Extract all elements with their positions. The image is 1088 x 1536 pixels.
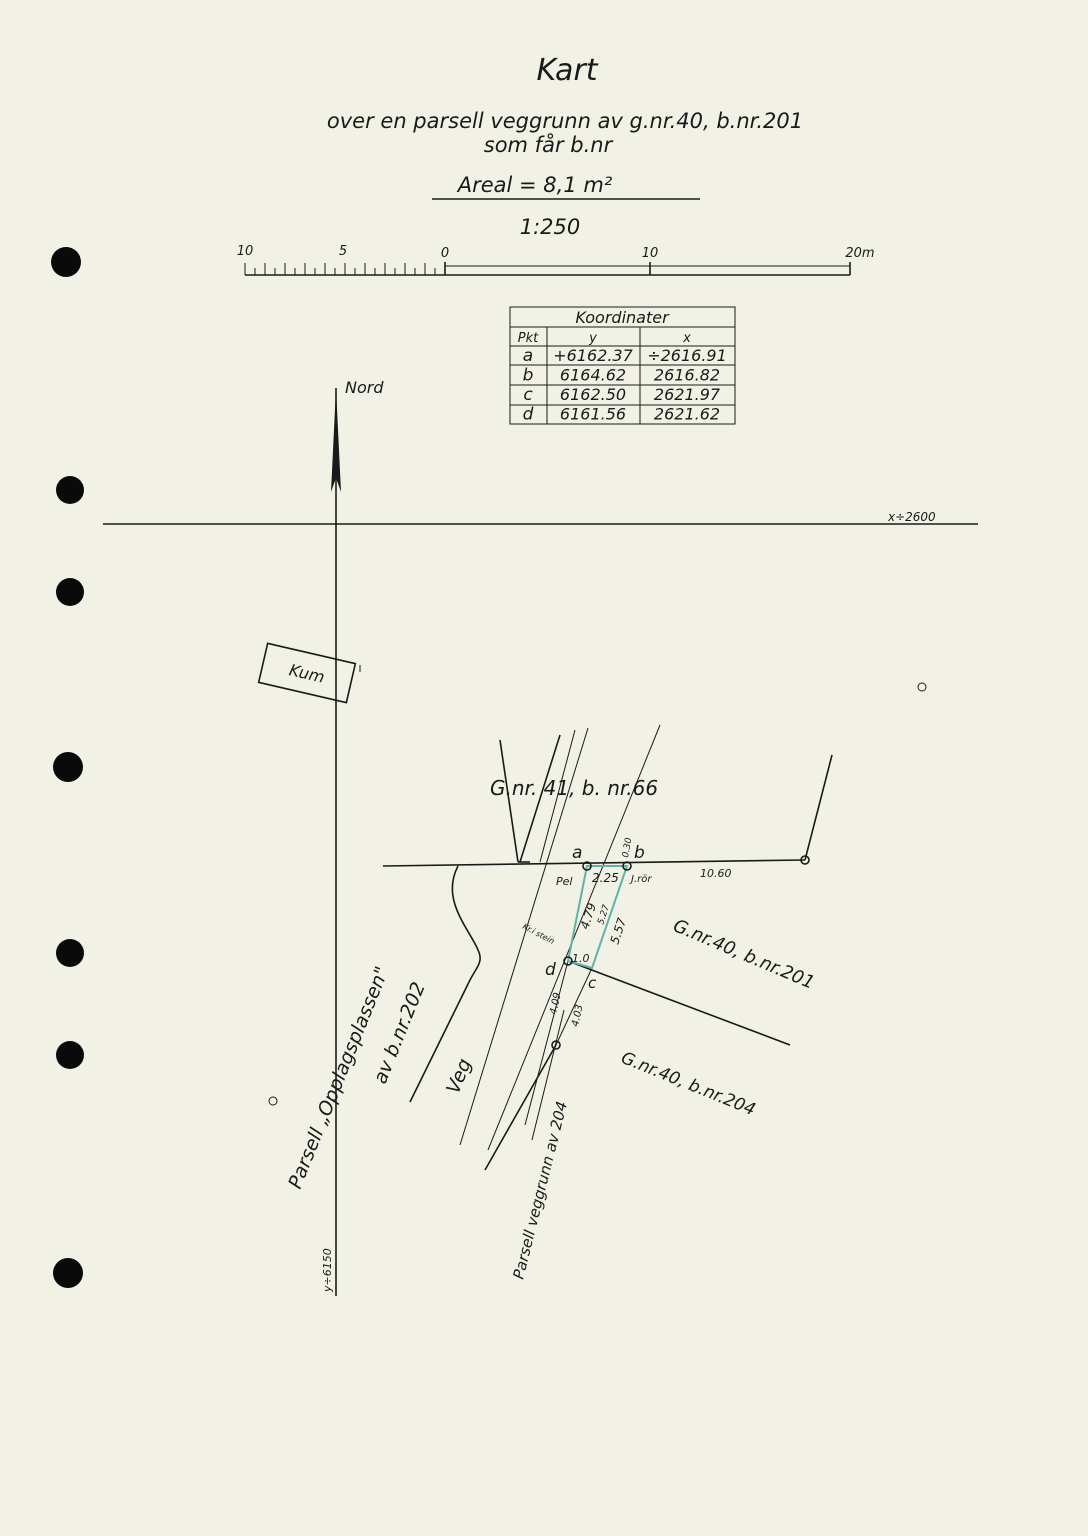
- map-subtitle-line1: over en parsell veggrunn av g.nr.40, b.n…: [327, 109, 803, 133]
- point-b-label: b: [634, 843, 645, 863]
- point-b-marker: [622, 861, 632, 871]
- point-a-label: a: [572, 843, 582, 863]
- point-d-marker: [563, 956, 573, 966]
- binder-hole: [53, 1258, 83, 1288]
- scale-label: 20m: [845, 246, 874, 261]
- survey-point: [917, 682, 927, 692]
- road-label: Veg: [442, 1056, 476, 1097]
- measure-ab: 2.25: [592, 871, 619, 885]
- binder-hole: [53, 752, 83, 782]
- measure-line-right: 10.60: [700, 867, 732, 880]
- scale-label: 10: [237, 244, 254, 259]
- measure-ad: 4.79: [578, 901, 600, 931]
- table-cell: 2621.62: [654, 405, 720, 424]
- table-cell: b: [523, 366, 534, 386]
- jror-label: J.rör: [629, 874, 652, 885]
- map-subtitle-line2: som får b.nr: [484, 132, 614, 157]
- area-label: Areal = 8,1 m²: [456, 173, 613, 197]
- measure-d-offset: 1.0: [572, 952, 590, 965]
- table-title: Koordinater: [575, 308, 670, 327]
- binder-hole: [56, 1041, 84, 1069]
- coordinates-table: Koordinater Pkt y x a +6162.37 ÷2616.91 b 61…: [509, 306, 736, 425]
- column-header: Pkt: [518, 331, 539, 346]
- table-cell: c: [523, 385, 533, 405]
- scale-label: 10: [642, 246, 659, 261]
- x-gridline-label: x÷2600: [887, 510, 936, 524]
- table-cell: d: [523, 405, 534, 425]
- binder-hole: [56, 476, 84, 504]
- binder-hole: [56, 578, 84, 606]
- parcel-204-label: G.nr.40, b.nr.204: [618, 1048, 758, 1120]
- column-header: x: [682, 331, 691, 346]
- table-cell: 6161.56: [560, 405, 626, 424]
- binder-holes: [51, 247, 84, 1288]
- table-cell: 2616.82: [654, 366, 720, 385]
- table-cell: +6162.37: [553, 346, 633, 365]
- veggrunn-label: Parsell veggrunn av 204: [509, 1099, 571, 1281]
- measure-c-down: 4.03: [570, 1004, 585, 1028]
- scale-label: 5: [339, 244, 347, 259]
- kristein-label: Kr.i stein: [521, 922, 556, 946]
- point-a-marker: [582, 861, 592, 871]
- pel-label: Pel: [556, 875, 572, 888]
- survey-point: [268, 1096, 278, 1106]
- scale-bar: 10 5 0 10 20m: [237, 244, 875, 276]
- kum-label: Kum: [287, 660, 326, 687]
- kum-box: Kum: [257, 642, 357, 704]
- scale-ratio: 1:250: [520, 215, 581, 239]
- table-cell: ÷2616.91: [647, 346, 727, 365]
- scale-label: 0: [441, 246, 449, 261]
- boundary-lines: [382, 724, 833, 1171]
- north-label: Nord: [345, 378, 384, 397]
- parcel-outline: [566, 865, 629, 970]
- y-gridline-label: y÷6150: [321, 1248, 334, 1293]
- table-cell: a: [523, 346, 533, 366]
- table-cell: 6164.62: [560, 366, 626, 385]
- column-header: y: [588, 331, 597, 346]
- point-d-label: d: [545, 960, 556, 980]
- table-cell: 6162.50: [560, 385, 626, 404]
- point-c-label: c: [588, 974, 597, 992]
- binder-hole: [56, 939, 84, 967]
- measure-d-down: 4.09: [548, 992, 563, 1016]
- north-arrow-icon: [331, 388, 341, 492]
- measure-b-offset: 0.30: [621, 837, 634, 859]
- parcel-201-label: G.nr.40, b.nr.201: [670, 915, 817, 993]
- map-title: Kart: [536, 53, 598, 88]
- parcel-41-label: G.nr. 41, b. nr.66: [490, 776, 658, 800]
- binder-hole: [51, 247, 81, 277]
- measure-bc: 5.57: [608, 916, 630, 946]
- table-cell: 2621.97: [654, 385, 721, 404]
